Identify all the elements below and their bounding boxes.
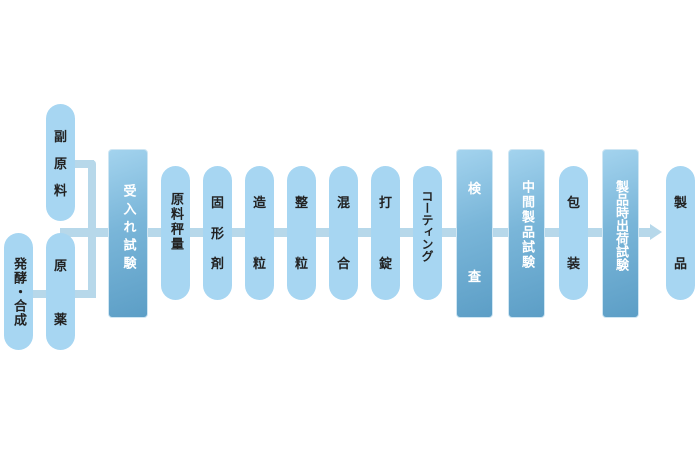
solid-agent-char-3: 剤 [210,257,224,272]
step-shipping-test: 製品時出荷試験 [602,149,639,318]
granulation-char-1: 造 [252,196,266,211]
drug-connector [74,290,96,298]
step-sizing: 整 粒 [287,166,316,300]
arrow-head-icon [650,224,662,240]
step-inspection: 検 査 [456,149,493,318]
product-char-1: 製 [673,196,687,211]
tableting-char-2: 錠 [378,257,392,272]
fermentation-connector [30,290,48,298]
sub-material-pill: 副 原 料 [46,104,75,221]
vertical-merge-line [88,160,96,298]
step-mixing: 混 合 [329,166,358,300]
drug-substance-char-1: 原 [53,259,67,274]
step-product: 製 品 [666,166,695,300]
mixing-char-1: 混 [336,196,350,211]
step-granulation: 造 粒 [245,166,274,300]
step-solid-agent: 固 形 剤 [203,166,232,300]
packaging-char-2: 装 [566,257,580,272]
shipping-test-label: 製品時出荷試験 [613,180,628,271]
acceptance-test-label: 受入れ試験 [120,184,136,274]
packaging-char-1: 包 [566,196,580,211]
product-char-2: 品 [673,257,687,272]
sizing-char-1: 整 [294,196,308,211]
step-acceptance-test: 受入れ試験 [108,149,148,318]
tableting-char-1: 打 [378,196,392,211]
solid-agent-char-2: 形 [210,226,224,242]
step-packaging: 包 装 [559,166,588,300]
granulation-char-2: 粒 [252,257,266,272]
inspection-char-2: 査 [467,270,481,285]
step-coating: コーティング [413,166,442,300]
drug-substance-pill: 原 薬 [46,233,75,350]
step-tableting: 打 錠 [371,166,400,300]
step-intermediate-test: 中間製品試験 [508,149,545,318]
inspection-char-1: 検 [467,182,481,197]
sub-material-char-1: 副 [53,130,67,145]
weighing-label: 原料秤量 [168,192,183,252]
mixing-char-2: 合 [336,257,350,272]
step-weighing: 原料秤量 [161,166,190,300]
sub-material-connector [74,160,94,168]
fermentation-synthesis-label: 発酵・合成 [11,256,26,327]
coating-label: コーティング [420,190,434,262]
intermediate-test-label: 中間製品試験 [519,180,534,270]
sizing-char-2: 粒 [294,257,308,272]
sub-material-char-2: 原 [53,157,67,172]
drug-substance-char-2: 薬 [53,313,67,328]
solid-agent-char-1: 固 [210,196,224,211]
sub-material-char-3: 料 [53,184,67,199]
fermentation-synthesis-pill: 発酵・合成 [4,233,33,350]
